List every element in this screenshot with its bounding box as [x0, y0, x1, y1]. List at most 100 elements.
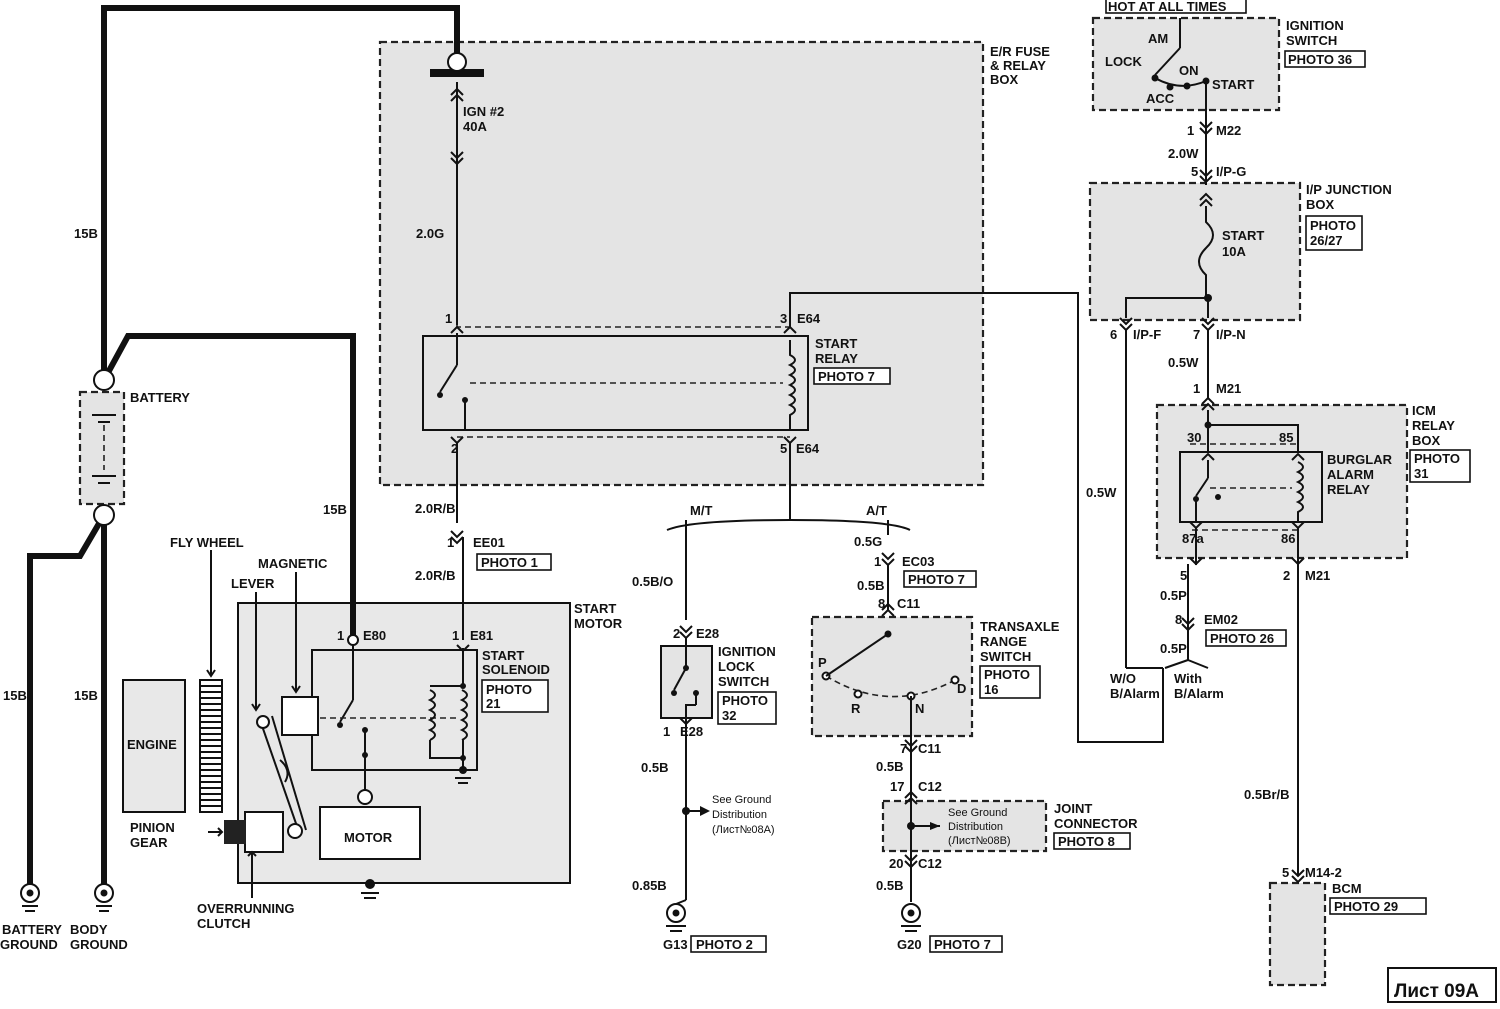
svg-text:CONNECTOR: CONNECTOR [1054, 816, 1138, 831]
svg-text:With: With [1174, 671, 1202, 686]
transaxle-range-switch: TRANSAXLE RANGE SWITCH PHOTO 16 P R N D [810, 615, 1060, 738]
svg-text:IGN #2: IGN #2 [463, 104, 504, 119]
svg-text:1: 1 [452, 628, 459, 643]
svg-text:START: START [574, 601, 616, 616]
hot-at-all-times-label: HOT AT ALL TIMES [1108, 0, 1227, 14]
svg-text:I/P-G: I/P-G [1216, 164, 1246, 179]
svg-text:RELAY: RELAY [815, 351, 858, 366]
svg-text:See Ground: See Ground [948, 807, 1007, 819]
svg-text:TRANSAXLE: TRANSAXLE [980, 619, 1060, 634]
svg-text:RELAY: RELAY [1327, 482, 1370, 497]
svg-text:0.5B: 0.5B [857, 578, 884, 593]
svg-text:2.0R/B: 2.0R/B [415, 501, 455, 516]
svg-text:0.5B: 0.5B [876, 878, 903, 893]
ign2-fuse: IGN #2 40A 2.0G [416, 52, 504, 325]
ignition-switch-photo: PHOTO 36 [1288, 52, 1352, 67]
svg-text:6: 6 [1110, 327, 1117, 342]
svg-text:1: 1 [445, 311, 452, 326]
svg-text:E28: E28 [680, 724, 703, 739]
svg-text:0.5B/O: 0.5B/O [632, 574, 673, 589]
svg-text:15B: 15B [74, 688, 98, 703]
svg-text:(Лист№08A): (Лист№08A) [712, 824, 775, 836]
svg-text:A/T: A/T [866, 503, 887, 518]
svg-text:MOTOR: MOTOR [344, 830, 393, 845]
start-relay-photo: PHOTO 7 [818, 369, 875, 384]
alarm-outputs: 5 2 M21 0.5P 8 EM02 PHOTO 26 0.5P W/O B/… [1110, 528, 1342, 884]
svg-text:RELAY: RELAY [1412, 418, 1455, 433]
svg-text:I/P-F: I/P-F [1133, 327, 1161, 342]
ignition-feed: 1 M22 2.0W 5 I/P-G 6 I/P-F 7 I/P-N 0.5W … [1086, 81, 1246, 668]
svg-text:2.0R/B: 2.0R/B [415, 568, 455, 583]
svg-text:85: 85 [1279, 430, 1293, 445]
ee01-photo: PHOTO 1 [481, 555, 538, 570]
svg-text:5: 5 [1191, 164, 1198, 179]
svg-text:START: START [1212, 77, 1254, 92]
svg-text:IGNITION: IGNITION [1286, 18, 1344, 33]
svg-text:7: 7 [900, 741, 907, 756]
svg-text:3: 3 [780, 311, 787, 326]
engine: ENGINE [122, 550, 301, 813]
svg-text:31: 31 [1414, 466, 1428, 481]
svg-text:MOTOR: MOTOR [574, 616, 623, 631]
svg-text:1: 1 [337, 628, 344, 643]
svg-text:2.0W: 2.0W [1168, 146, 1199, 161]
svg-text:PHOTO: PHOTO [984, 667, 1030, 682]
svg-text:M21: M21 [1216, 381, 1241, 396]
svg-text:(Лист№08B): (Лист№08B) [948, 835, 1011, 847]
svg-text:8: 8 [1175, 612, 1182, 627]
svg-text:40A: 40A [463, 119, 487, 134]
svg-text:B/Alarm: B/Alarm [1110, 686, 1160, 701]
svg-text:0.5W: 0.5W [1168, 355, 1199, 370]
magnetic-lever-assembly [208, 696, 319, 898]
svg-text:0.5Br/B: 0.5Br/B [1244, 787, 1290, 802]
svg-text:30: 30 [1187, 430, 1201, 445]
svg-text:EE01: EE01 [473, 535, 505, 550]
svg-text:I/P-N: I/P-N [1216, 327, 1246, 342]
svg-text:SWITCH: SWITCH [1286, 33, 1337, 48]
svg-text:LOCK: LOCK [1105, 54, 1142, 69]
svg-text:ACC: ACC [1146, 91, 1175, 106]
svg-text:BURGLAR: BURGLAR [1327, 452, 1393, 467]
svg-text:PHOTO: PHOTO [1414, 451, 1460, 466]
svg-text:E/R FUSE: E/R FUSE [990, 44, 1050, 59]
svg-text:EC03: EC03 [902, 554, 935, 569]
svg-text:CLUTCH: CLUTCH [197, 916, 250, 931]
svg-text:PHOTO: PHOTO [1310, 218, 1356, 233]
svg-text:BATTERY: BATTERY [2, 922, 62, 937]
svg-text:Distribution: Distribution [712, 809, 767, 821]
at-branch: 0.5G 1 EC03 PHOTO 7 0.5B 8 C11 7 C11 0.5… [854, 534, 977, 902]
svg-text:D: D [957, 681, 966, 696]
svg-text:10A: 10A [1222, 244, 1246, 259]
svg-text:0.5W: 0.5W [1086, 485, 1117, 500]
overrunning-clutch-label: OVERRUNNING [197, 901, 295, 916]
battery: BATTERY [78, 369, 190, 526]
start-relay: 1 2 3 E64 5 E64 START RELAY PHOTO 7 [422, 311, 891, 523]
svg-text:5: 5 [1282, 865, 1289, 880]
svg-text:M/T: M/T [690, 503, 712, 518]
svg-text:1: 1 [874, 554, 881, 569]
svg-text:& RELAY: & RELAY [990, 58, 1046, 73]
svg-text:M22: M22 [1216, 123, 1241, 138]
svg-text:G20: G20 [897, 937, 922, 952]
svg-text:C12: C12 [918, 779, 942, 794]
svg-text:BOX: BOX [1412, 433, 1441, 448]
body-ground: BODY GROUND [70, 883, 128, 952]
svg-text:BOX: BOX [1306, 197, 1335, 212]
relay-coil-ground-branch: M/T A/T [666, 443, 911, 620]
em02-photo: PHOTO 26 [1210, 631, 1274, 646]
svg-text:87a: 87a [1182, 531, 1204, 546]
svg-text:P: P [818, 655, 827, 670]
joint-connector-photo: PHOTO 8 [1058, 834, 1115, 849]
bcm-photo: PHOTO 29 [1334, 899, 1398, 914]
start-motor-motor: MOTOR [319, 806, 421, 899]
svg-text:BOX: BOX [990, 72, 1019, 87]
svg-text:E28: E28 [696, 626, 719, 641]
svg-text:7: 7 [1193, 327, 1200, 342]
svg-text:8: 8 [878, 596, 885, 611]
svg-text:M21: M21 [1305, 568, 1330, 583]
svg-text:M14-2: M14-2 [1305, 865, 1342, 880]
svg-text:I/P JUNCTION: I/P JUNCTION [1306, 182, 1392, 197]
svg-text:C12: C12 [918, 856, 942, 871]
svg-text:15B: 15B [323, 502, 347, 517]
